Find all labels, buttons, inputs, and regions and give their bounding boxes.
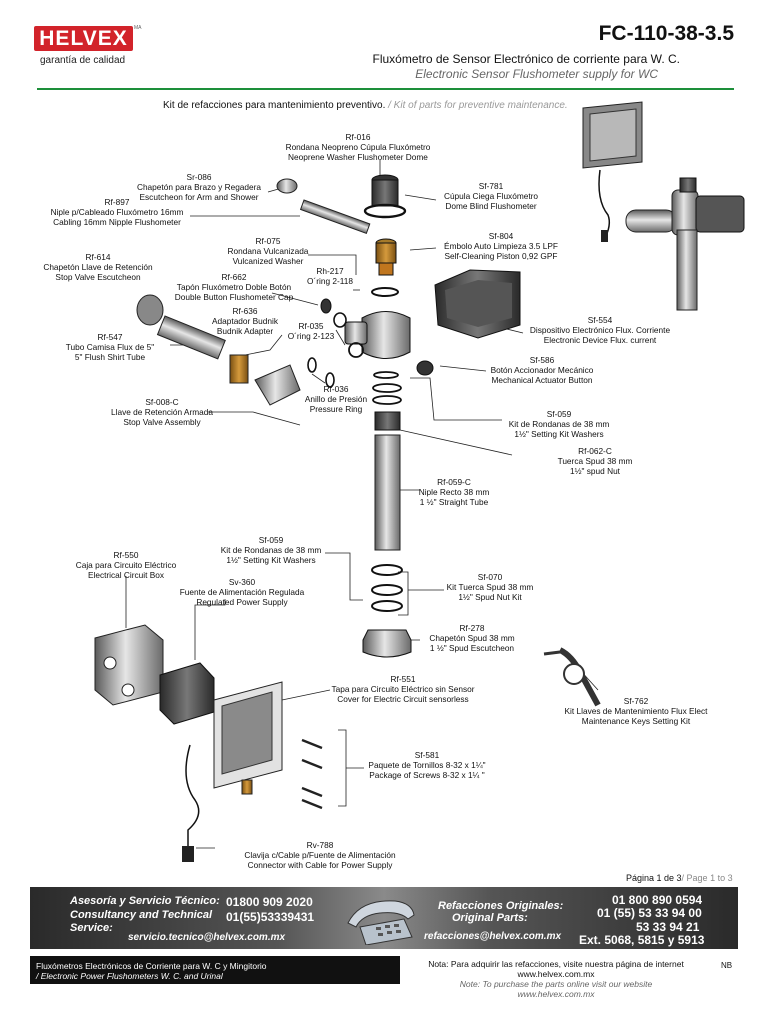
note-es: Nota: Para adquirir las refacciones, vis… bbox=[428, 959, 684, 969]
header-divider bbox=[37, 88, 734, 90]
parts-heading-es: Refacciones Originales: bbox=[438, 900, 564, 912]
exploded-diagram bbox=[94, 101, 745, 862]
footer-line-en: / Electronic Power Flushometers W. C. an… bbox=[36, 971, 223, 981]
parts-email[interactable]: refacciones@helvex.com.mx bbox=[424, 931, 562, 942]
service-email[interactable]: servicio.tecnico@helvex.com.mx bbox=[128, 932, 286, 943]
logo-mark: MA bbox=[134, 25, 142, 31]
kit-heading-en: / Kit of parts for preventive maintenanc… bbox=[388, 100, 568, 111]
electronic-device bbox=[416, 269, 521, 376]
footer-note: Nota: Para adquirir las refacciones, vis… bbox=[400, 959, 712, 999]
tagline: garantía de calidad bbox=[40, 55, 126, 66]
electrical-box-and-power bbox=[94, 624, 323, 862]
telephone-icon bbox=[347, 900, 415, 945]
footer-product-line: Fluxómetros Electrónicos de Corriente pa… bbox=[30, 956, 400, 984]
kit-heading-es: Kit de refacciones para mantenimiento pr… bbox=[163, 100, 386, 111]
service-heading-en-2: Service: bbox=[70, 922, 113, 934]
left-parts bbox=[136, 178, 371, 406]
service-heading-en-1: Consultancy and Technical bbox=[70, 909, 213, 921]
kit-heading: Kit de refacciones para mantenimiento pr… bbox=[163, 100, 568, 111]
flushometer-dome-stack bbox=[344, 174, 412, 658]
document-code: FC-110-38-3.5 bbox=[598, 22, 734, 45]
parts-phone-1: 01 800 890 0594 bbox=[612, 893, 703, 907]
parts-phone-3: 53 33 94 21 bbox=[636, 920, 700, 934]
note-url-2[interactable]: www.helvex.com.mx bbox=[517, 989, 595, 999]
parts-phone-4: Ext. 5068, 5815 y 5913 bbox=[579, 933, 705, 947]
footer-mark: NB bbox=[721, 961, 733, 970]
service-heading-es: Asesoría y Servicio Técnico: bbox=[70, 895, 220, 907]
helvex-logo: HELVEX bbox=[34, 26, 133, 51]
page-number: Página 1 de 3/ Page 1 to 3 bbox=[626, 873, 733, 883]
parts-phone-2: 01 (55) 53 33 94 00 bbox=[597, 906, 702, 920]
service-phone-1: 01800 909 2020 bbox=[226, 895, 313, 909]
contact-banner: Asesoría y Servicio Técnico: Consultancy… bbox=[30, 887, 738, 949]
note-en: Note: To purchase the parts online visit… bbox=[459, 979, 653, 989]
title-spanish: Fluxómetro de Sensor Electrónico de corr… bbox=[372, 52, 680, 66]
maintenance-keys bbox=[543, 647, 601, 707]
service-phone-2: 01(55)53339431 bbox=[226, 910, 315, 924]
footer-line-es: Fluxómetros Electrónicos de Corriente pa… bbox=[36, 961, 267, 971]
leader-lines bbox=[125, 160, 599, 849]
title-english: Electronic Sensor Flushometer supply for… bbox=[415, 67, 658, 81]
note-url-1[interactable]: www.helvex.com.mx bbox=[517, 969, 595, 979]
parts-heading-en: Original Parts: bbox=[452, 912, 528, 924]
assembled-flushometer-illustration bbox=[582, 101, 745, 311]
